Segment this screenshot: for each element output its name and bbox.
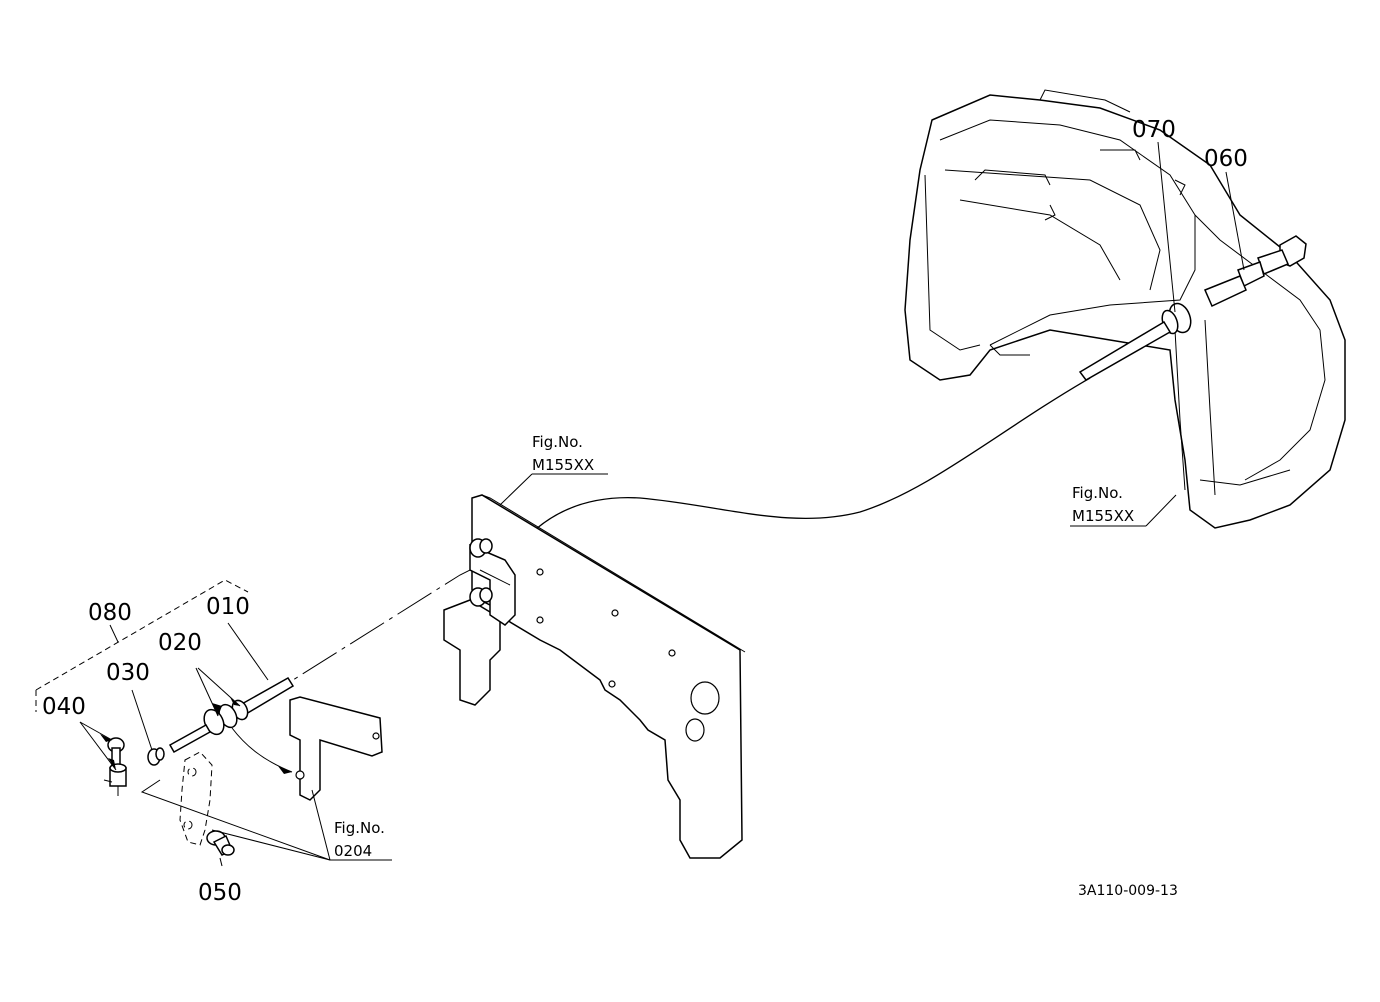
- fig-ref-right-line1: Fig.No.: [1072, 484, 1123, 502]
- throttle-knob: [1204, 235, 1307, 308]
- part-callouts: 010 020 030 040 050 060 070 080: [42, 117, 1248, 906]
- leader-lines: [79, 141, 1245, 867]
- fig-ref-lower-line1: Fig.No.: [334, 819, 385, 837]
- callout-050: 050: [198, 880, 242, 906]
- lever-bracket: [289, 696, 383, 801]
- cable-nut: [147, 747, 165, 766]
- kit-group-bracket: [35, 579, 249, 691]
- drawing-code: 3A110-009-13: [1078, 883, 1178, 899]
- governor-lever: [179, 751, 213, 846]
- callout-040: 040: [42, 694, 86, 720]
- fig-ref-right-line2: M155XX: [1072, 507, 1134, 525]
- throttle-cable: [519, 377, 1091, 546]
- fig-ref-lower-line2: 0204: [334, 842, 372, 860]
- leader-arrowheads: [100, 697, 292, 774]
- fig-ref-upper-left-line2: M155XX: [532, 456, 594, 474]
- callout-020: 020: [158, 630, 202, 656]
- callout-080: 080: [88, 600, 132, 626]
- callout-030: 030: [106, 660, 150, 686]
- front-plate: [443, 494, 746, 859]
- cable-end-fitting: [168, 676, 295, 754]
- plate-bolt-upper: [469, 538, 493, 558]
- fig-ref-upper-left-line1: Fig.No.: [532, 433, 583, 451]
- cable-sheath-upper: [1078, 320, 1172, 381]
- callout-070: 070: [1132, 117, 1176, 143]
- callout-060: 060: [1204, 146, 1248, 172]
- lever-pin: [206, 830, 235, 856]
- dashboard-panel: [904, 89, 1346, 529]
- figure-references: Fig.No. M155XX Fig.No. M155XX Fig.No. 02…: [334, 433, 1134, 860]
- wire-lead: [231, 727, 293, 773]
- callout-010: 010: [206, 594, 250, 620]
- plate-bolt-lower: [469, 587, 493, 607]
